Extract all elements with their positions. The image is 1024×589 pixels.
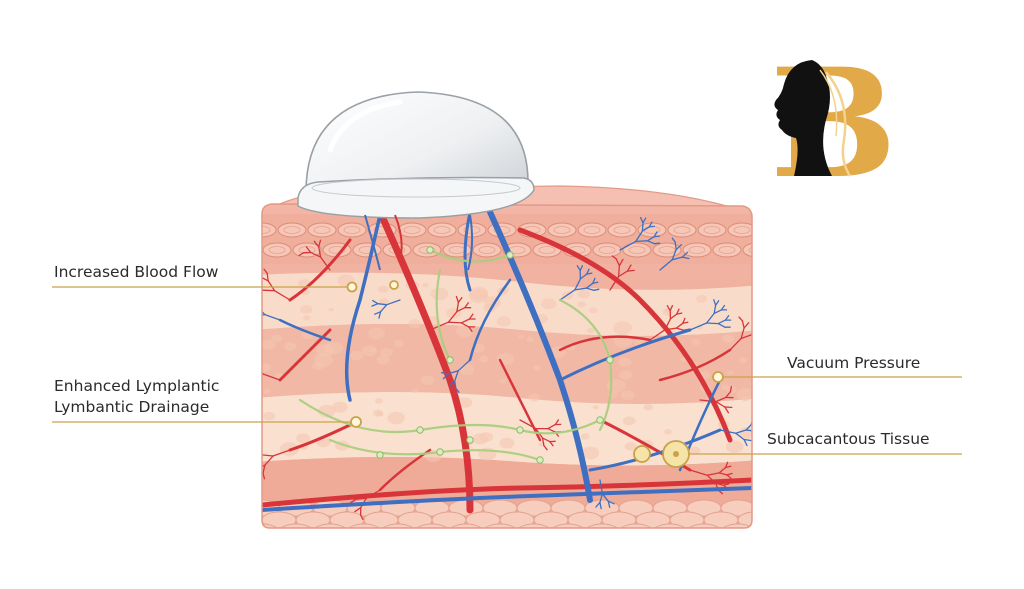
label-subcutaneous-tissue: Subcacantous Tissue xyxy=(767,430,930,449)
marker-blood-flow-2 xyxy=(390,281,398,289)
label-increased-blood-flow: Increased Blood Flow xyxy=(54,263,218,282)
brand-logo: B xyxy=(770,36,897,212)
marker-lymph xyxy=(351,417,361,427)
marker-blood-flow xyxy=(348,283,357,292)
label-vacuum-pressure: Vacuum Pressure xyxy=(787,354,920,373)
label-enhanced-lymphatic-line2: Lymbantic Drainage xyxy=(54,398,209,417)
marker-subcutaneous-small xyxy=(634,446,650,462)
label-enhanced-lymphatic-line1: Enhanced Lymplantic xyxy=(54,377,219,396)
marker-vacuum xyxy=(713,372,723,382)
tissue-block xyxy=(238,186,772,540)
